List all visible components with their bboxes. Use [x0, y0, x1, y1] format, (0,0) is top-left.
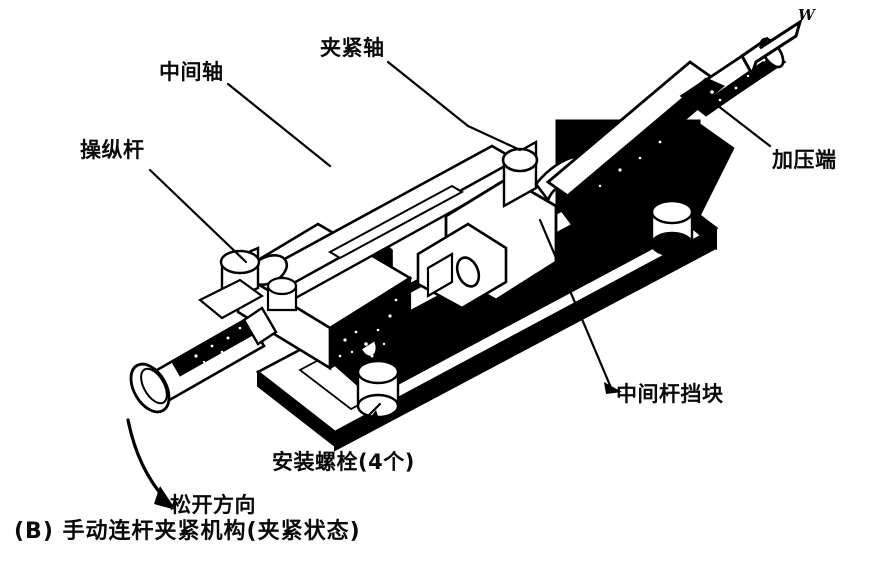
leader-mounting-bolts: [334, 402, 382, 450]
label-clamping-shaft: 夹紧轴: [320, 36, 385, 60]
leader-stop-arrowhead: [604, 382, 622, 394]
label-release-direction: 松开方向: [170, 493, 256, 517]
operating-lever: [247, 144, 519, 303]
leader-operating-lever: [148, 168, 248, 264]
leader-stop-block: [538, 218, 614, 392]
label-intermediate-shaft: 中间轴: [159, 60, 224, 84]
force-arrow-w: [740, 18, 803, 78]
leader-clamping-shaft-b: [466, 124, 522, 152]
release-direction-arrow: [126, 418, 176, 510]
label-mounting-bolts: 安装螺栓(4个): [272, 450, 415, 474]
label-operating-lever: 操纵杆: [80, 138, 145, 162]
figure-caption: (B) 手动连杆夹紧机构(夹紧状态): [14, 519, 361, 544]
leader-pressurized-end: [698, 90, 772, 148]
leader-clamping-shaft-a: [386, 60, 470, 128]
leader-intermediate-shaft: [226, 82, 332, 168]
left-boss: [197, 246, 265, 320]
leader-lines: [148, 60, 772, 450]
mounting-bolt-front-left: [356, 359, 400, 419]
label-pressurized-end: 加压端: [772, 148, 837, 172]
mounting-bolt-rear-right: [650, 199, 694, 257]
intermediate-shaft: [129, 306, 278, 414]
label-intermediate-rod-stop: 中间杆挡块: [616, 382, 724, 406]
label-force-w: W: [798, 6, 816, 24]
leader-bolt-arrowhead: [364, 410, 380, 426]
mounting-bolt-rear-left: [266, 276, 298, 312]
